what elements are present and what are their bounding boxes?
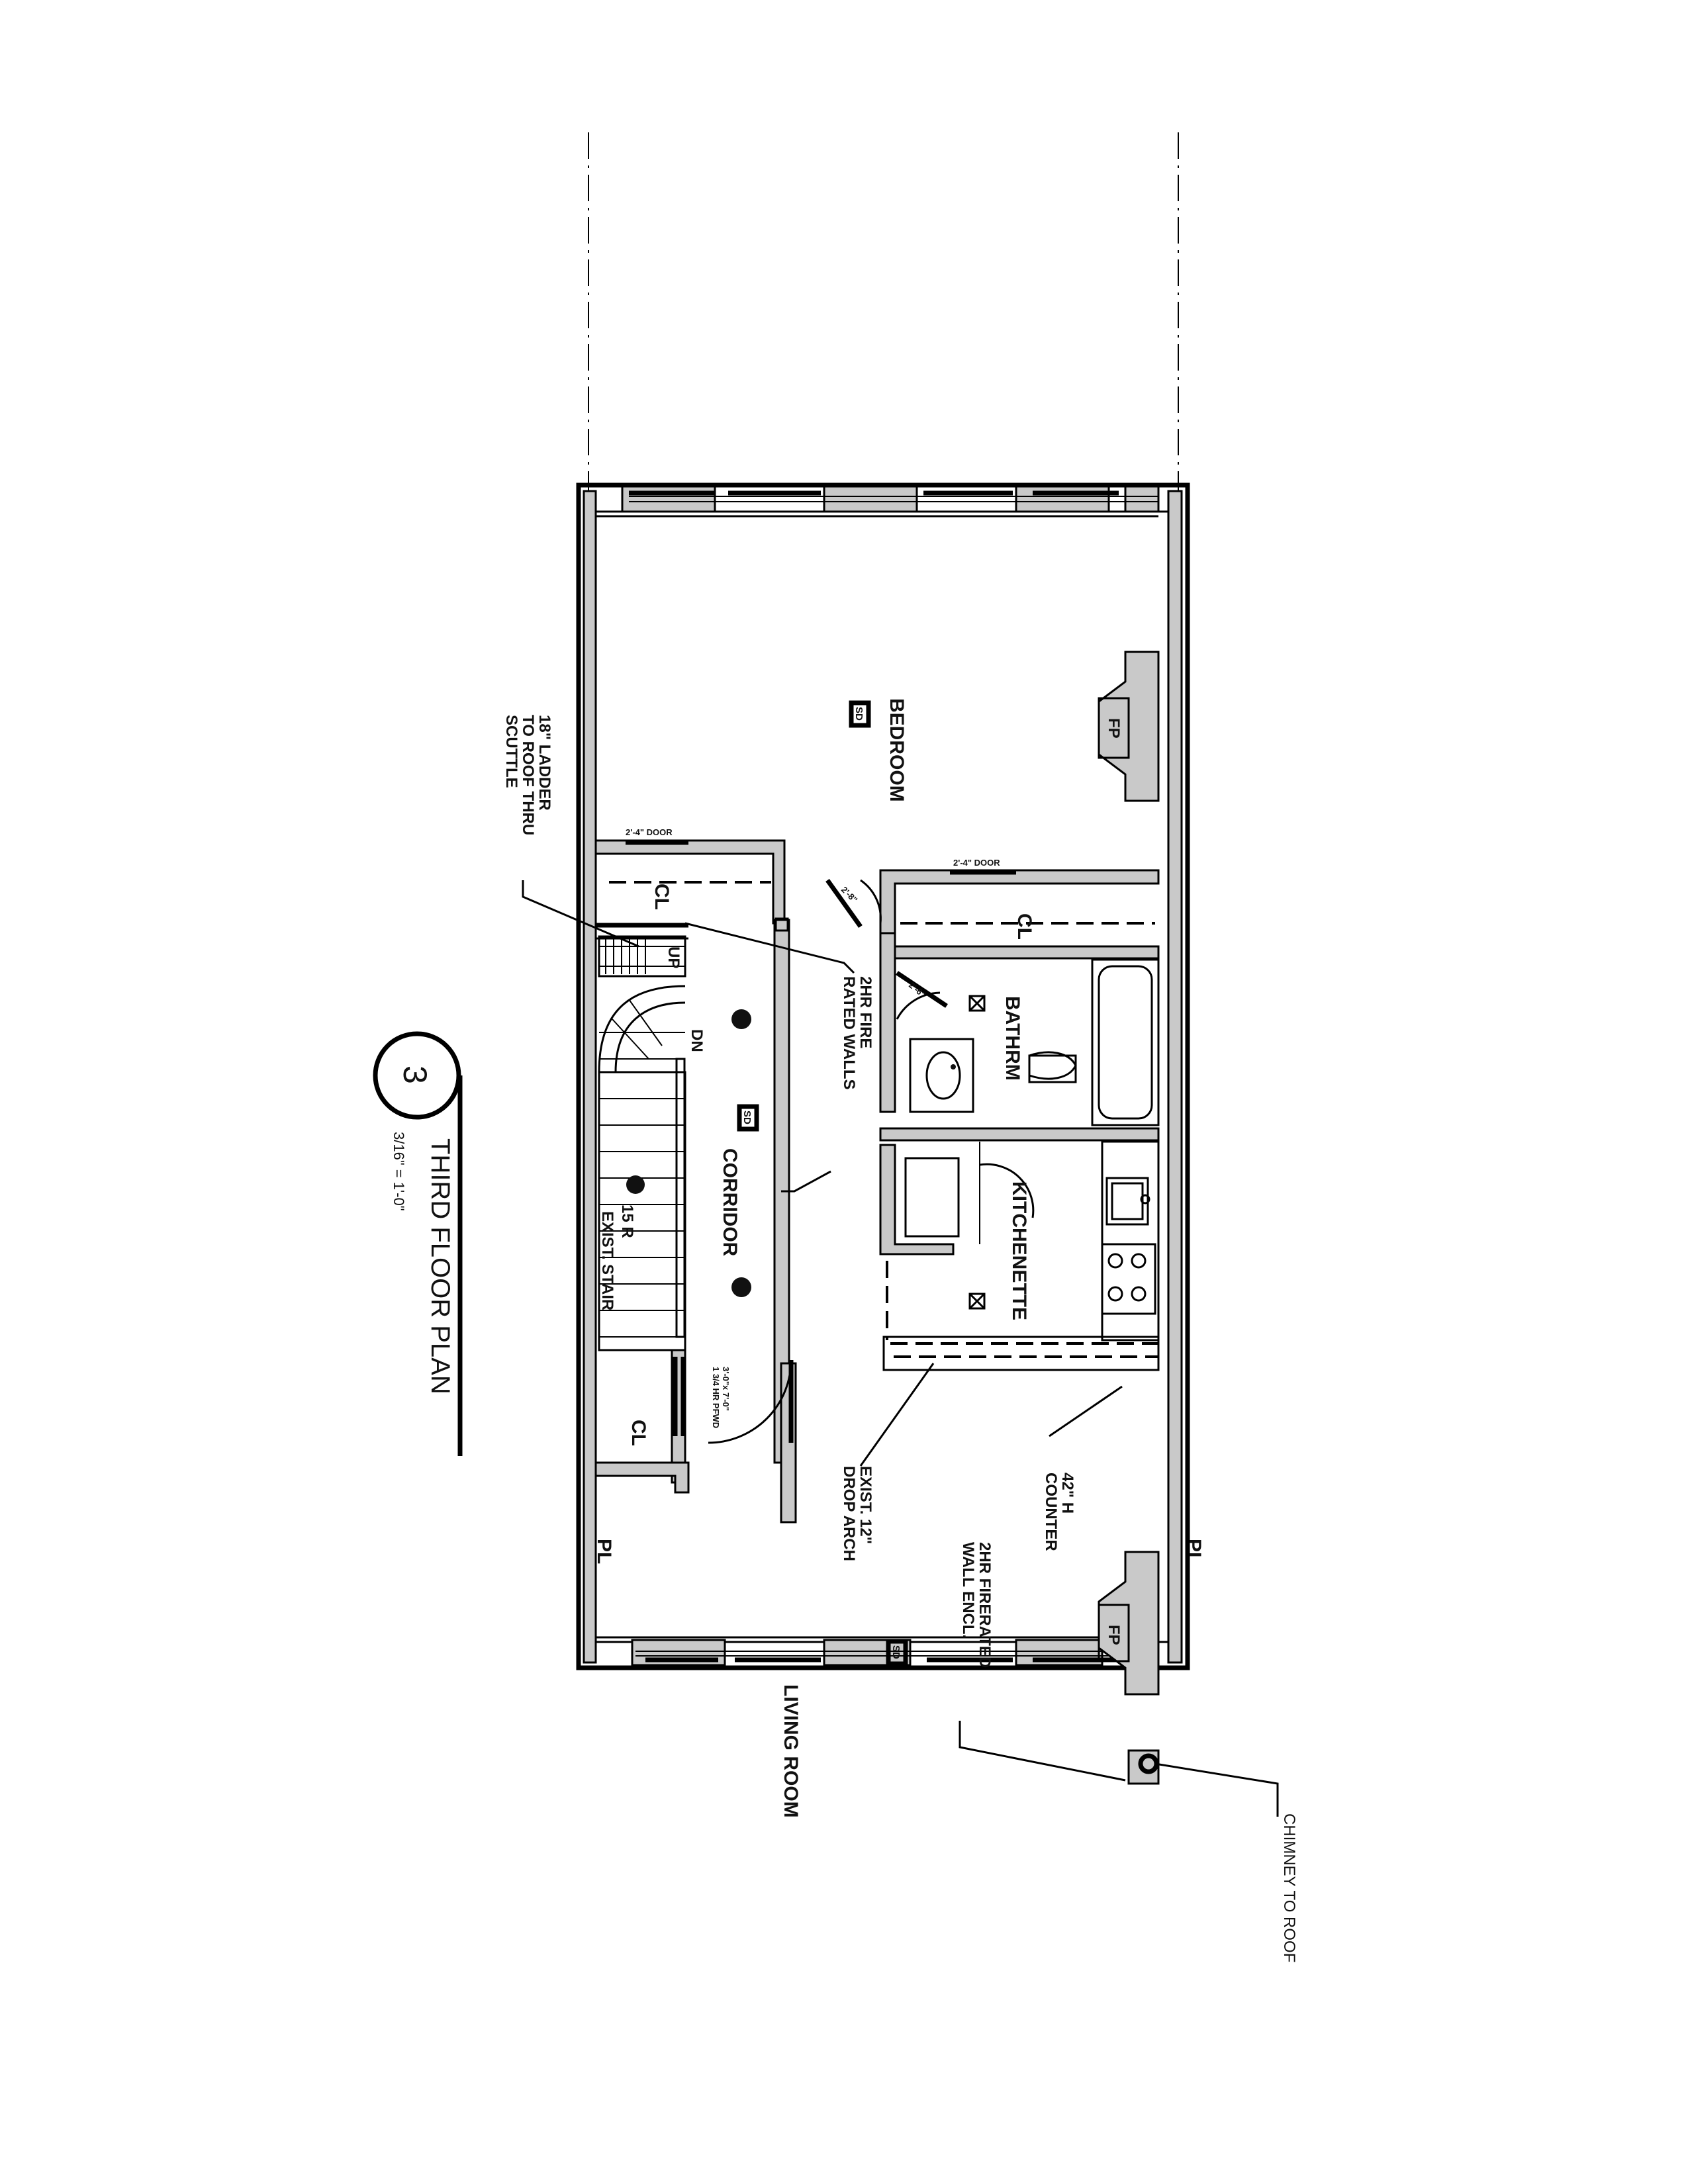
exterior-walls — [576, 482, 1190, 1670]
room-label-closet-bottom: CL — [628, 1420, 649, 1446]
interior-walls — [594, 839, 1160, 1524]
ladder-note: 18" LADDER TO ROOF THRU SCUTTLE — [502, 715, 639, 948]
top-windows — [621, 485, 1160, 513]
smoke-detector-living: SD — [886, 1639, 908, 1666]
fireplace-bottom: FP — [1098, 1551, 1160, 1696]
closet-door-tag-top: 2'-4" DOOR — [626, 827, 673, 837]
fireplace-top-label: FP — [1105, 718, 1123, 739]
room-label-bathroom: BATHRM — [1002, 996, 1023, 1081]
svg-text:TO ROOF THRU: TO ROOF THRU — [519, 715, 537, 835]
kitchen-fixtures — [904, 1140, 1160, 1342]
fire-walls-note: 2HR FIRE RATED WALLS — [684, 922, 874, 1193]
svg-text:SD: SD — [890, 1645, 902, 1659]
smoke-detector-corridor: SD — [737, 1104, 759, 1132]
stair-risers-label: 15 R — [618, 1205, 636, 1238]
chimney: CHIMNEY TO ROOF — [1127, 1749, 1298, 1962]
stair-up-label: UP — [665, 946, 682, 968]
room-label-closet-right: CL — [1013, 913, 1035, 940]
svg-text:1 3/4 HR PFWD: 1 3/4 HR PFWD — [711, 1367, 721, 1428]
fireplace-bottom-label: FP — [1105, 1625, 1123, 1645]
stair-down-label: DN — [688, 1029, 706, 1052]
room-label-bedroom: BEDROOM — [886, 698, 908, 802]
existing-stair-label: EXIST. STAIR — [598, 1211, 616, 1310]
drawing-title: THIRD FLOOR PLAN — [426, 1138, 455, 1394]
svg-text:SD: SD — [853, 707, 865, 721]
wall-encl-note: 2HR FIRERATED WALL ENCL. — [959, 1542, 1126, 1782]
svg-text:WALL ENCL.: WALL ENCL. — [959, 1542, 977, 1639]
existing-stair: UP DN 15 R EXIST. STAIR — [598, 935, 751, 1351]
drawing-number: 3 — [397, 1066, 434, 1084]
room-label-closet-top: CL — [651, 884, 673, 910]
drawing-scale: 3/16" = 1'-0" — [391, 1132, 407, 1211]
svg-text:SD: SD — [741, 1111, 753, 1124]
svg-text:DROP ARCH: DROP ARCH — [840, 1466, 858, 1561]
svg-text:EXIST. 12": EXIST. 12" — [857, 1466, 874, 1544]
drop-arch-note: EXIST. 12" DROP ARCH — [840, 1363, 935, 1561]
room-label-corridor: CORRIDOR — [719, 1148, 741, 1257]
svg-text:18" LADDER: 18" LADDER — [536, 715, 553, 811]
svg-text:COUNTER: COUNTER — [1042, 1473, 1060, 1551]
smoke-detector-bedroom: SD — [849, 700, 871, 728]
smoke-detectors: SD SD SD — [737, 700, 908, 1666]
svg-text:SCUTTLE: SCUTTLE — [502, 715, 520, 788]
svg-text:42" H: 42" H — [1058, 1473, 1076, 1514]
svg-text:2HR FIRE: 2HR FIRE — [857, 976, 874, 1048]
room-label-living-room: LIVING ROOM — [780, 1684, 802, 1818]
closet-door-tag-right: 2'-4" DOOR — [953, 858, 1000, 868]
counter-note: 42" H COUNTER — [1042, 1385, 1123, 1551]
door-spec-note: 3'-0"x 7'-0" 1 3/4 HR PFWD — [711, 1367, 731, 1428]
svg-text:3'-0"x 7'-0": 3'-0"x 7'-0" — [721, 1367, 731, 1411]
svg-text:RATED WALLS: RATED WALLS — [840, 976, 858, 1090]
svg-text:2HR FIRERATED: 2HR FIRERATED — [976, 1542, 994, 1668]
bath-door-tag: 2'-6" — [907, 980, 927, 1000]
bottom-windows — [631, 1639, 1158, 1666]
exhaust-fans — [968, 995, 986, 1310]
doors — [708, 878, 1035, 1444]
drawing-title-block: 3 THIRD FLOOR PLAN 3/16" = 1'-0" — [373, 1031, 463, 1456]
fireplace-top: FP — [1098, 651, 1160, 802]
chimney-note: CHIMNEY TO ROOF — [1280, 1813, 1298, 1962]
room-label-kitchenette: KITCHENETTE — [1008, 1181, 1030, 1320]
bathroom-fixtures — [909, 958, 1160, 1126]
